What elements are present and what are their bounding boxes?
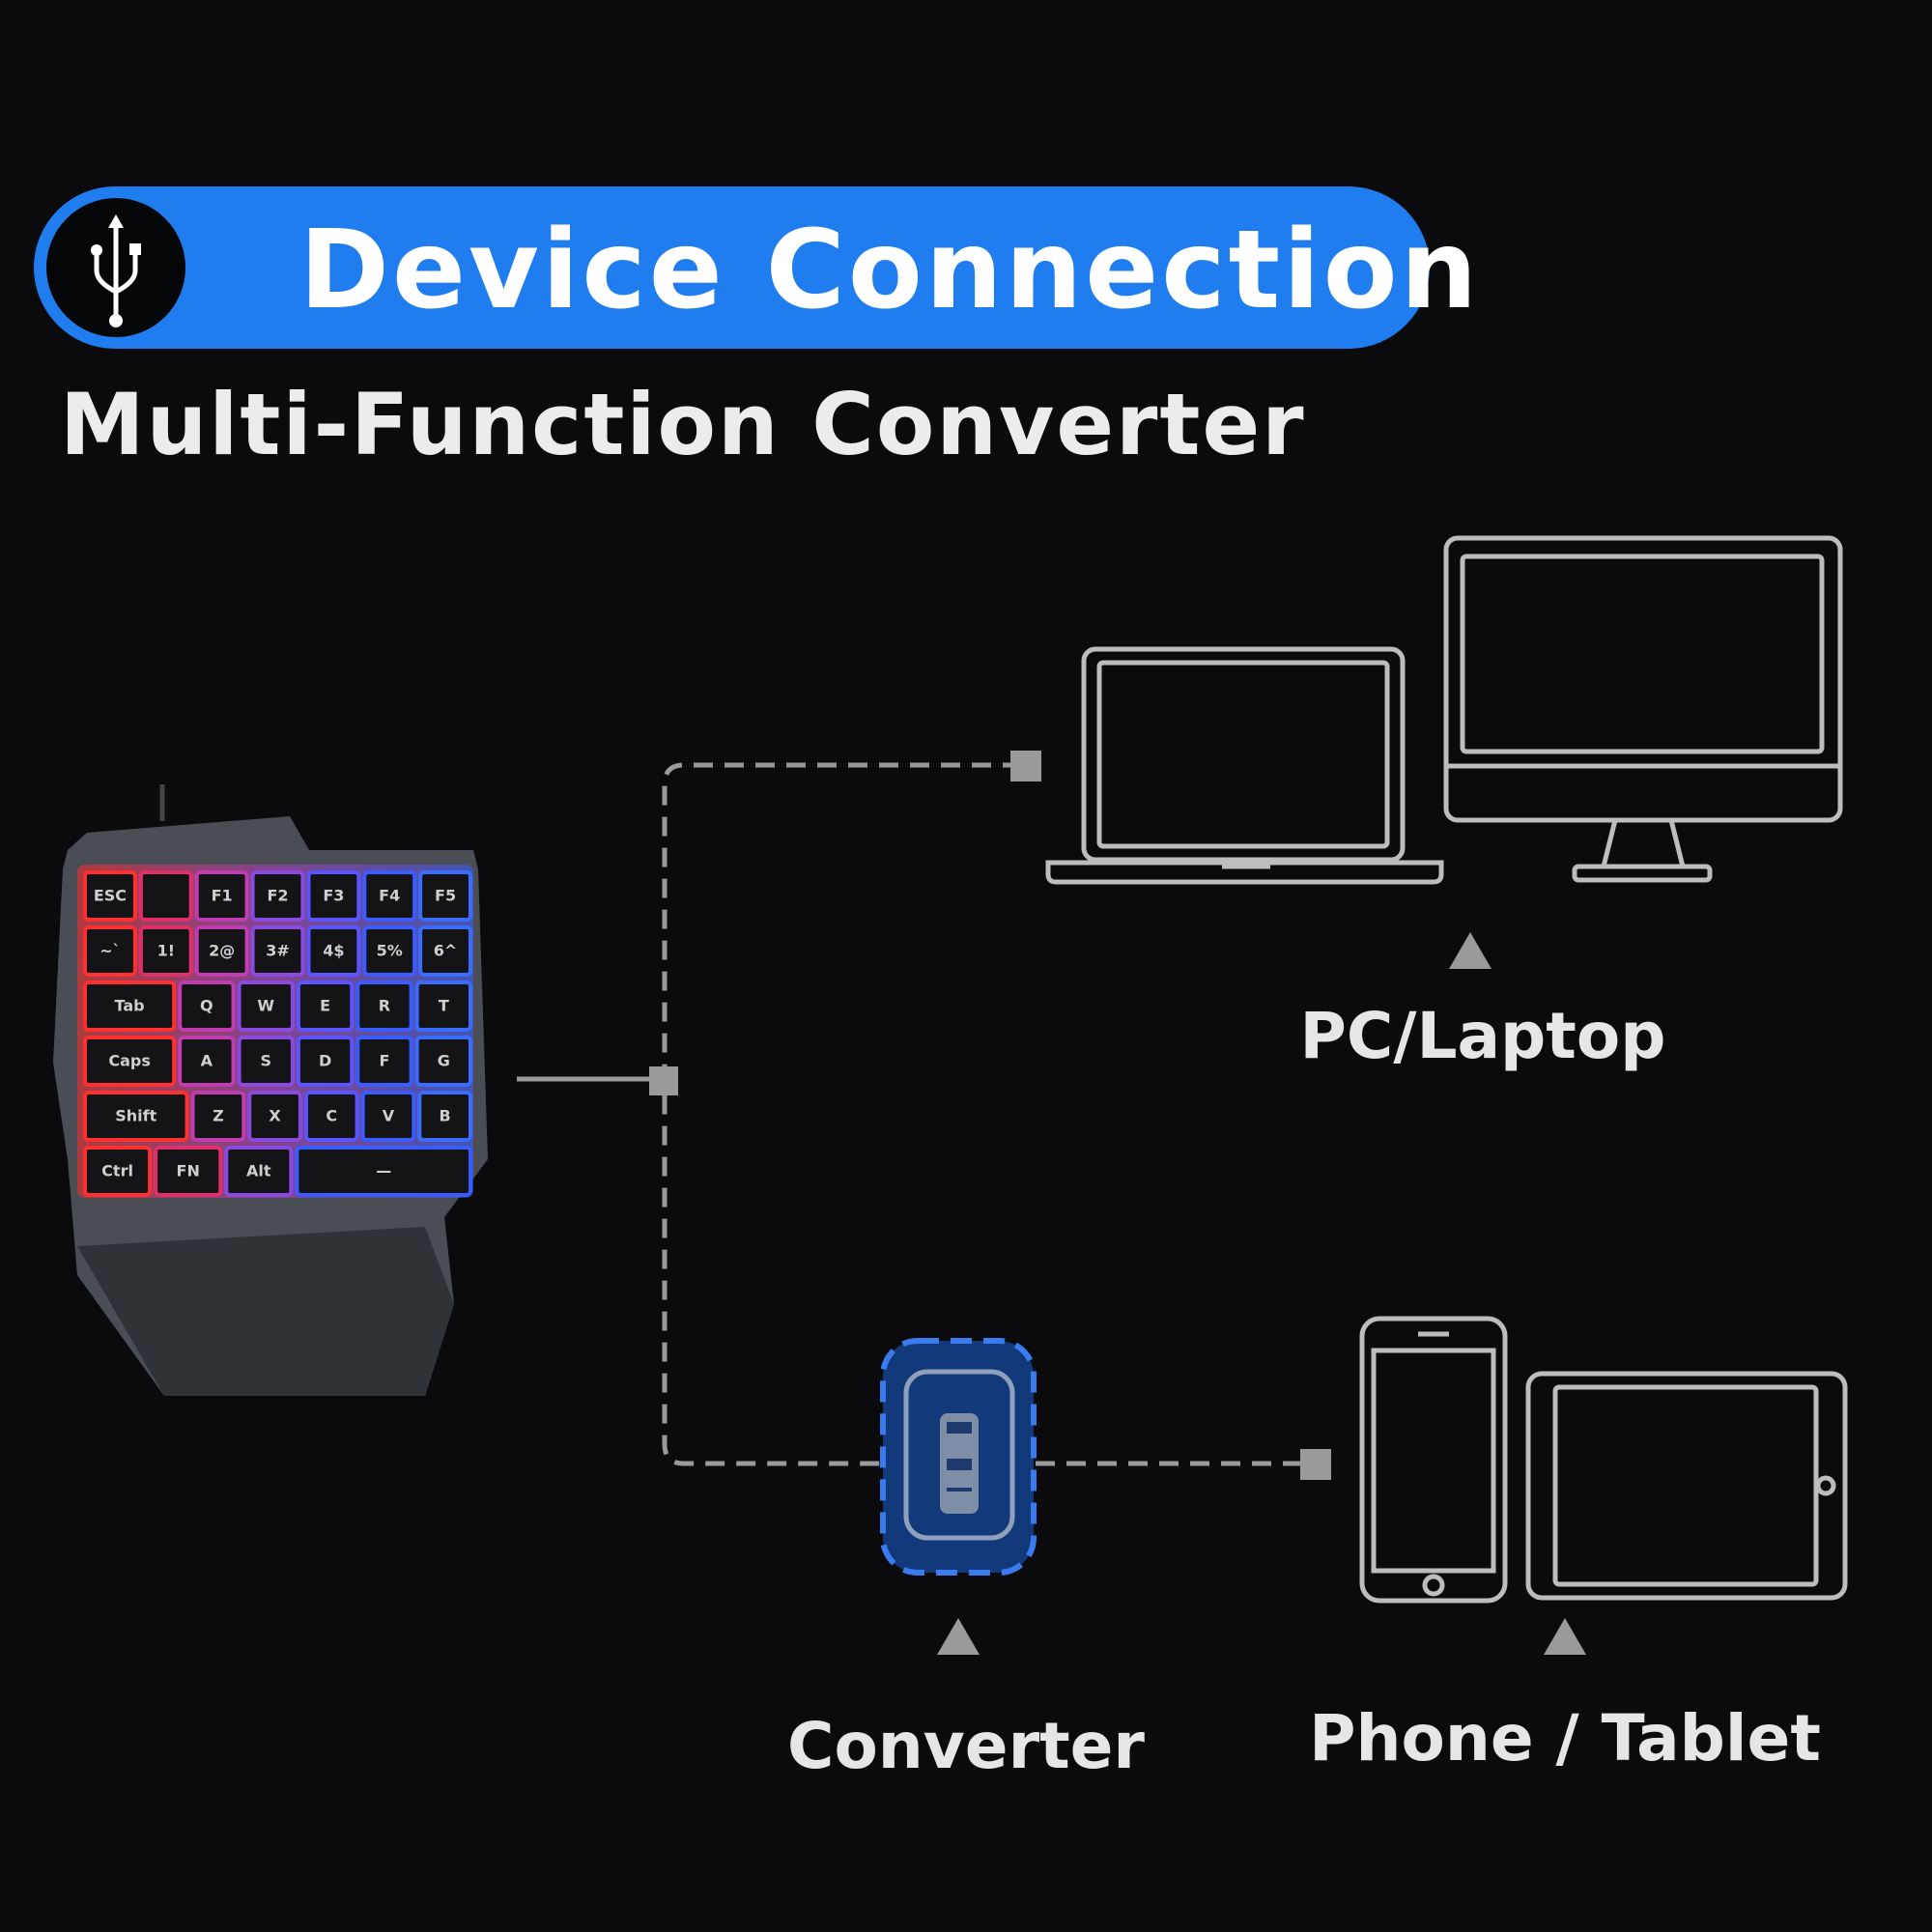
converter-pointer-triangle bbox=[937, 1618, 980, 1655]
usb-icon bbox=[46, 198, 185, 337]
keyboard-key bbox=[306, 925, 361, 977]
keyboard-key-label: S bbox=[260, 1052, 271, 1070]
phone-tablet-label: Phone / Tablet bbox=[1309, 1701, 1821, 1776]
keyboard-key bbox=[296, 980, 355, 1032]
phone-icon bbox=[1359, 1316, 1508, 1604]
keyboard-key bbox=[194, 925, 249, 977]
keyboard-key-label: Caps bbox=[108, 1052, 151, 1070]
converter-icon bbox=[880, 1338, 1037, 1576]
page-title: Device Connection bbox=[299, 208, 1480, 333]
keyboard-key-label: FN bbox=[177, 1162, 200, 1180]
keyboard-key bbox=[237, 1036, 295, 1087]
keyboard-key bbox=[178, 980, 236, 1032]
keyboard-key-label: 6^ bbox=[434, 942, 458, 960]
pc-port-node bbox=[1010, 751, 1041, 781]
converter-label: Converter bbox=[787, 1709, 1145, 1783]
keyboard-key bbox=[250, 870, 305, 922]
keyboard-key bbox=[190, 1091, 246, 1142]
phone-port-node bbox=[1300, 1449, 1331, 1480]
junction-node bbox=[649, 1066, 678, 1095]
keyboard-key bbox=[83, 925, 137, 977]
keyboard-key-label: C bbox=[326, 1107, 337, 1125]
keyboard-key-label: B bbox=[440, 1107, 451, 1125]
keyboard-key bbox=[237, 980, 295, 1032]
keyboard-key-label: X bbox=[269, 1107, 281, 1125]
keyboard-key bbox=[83, 980, 177, 1032]
keyboard-key-label: 2@ bbox=[209, 942, 235, 960]
keyboard-key bbox=[303, 1091, 359, 1142]
keyboard-key-label: F1 bbox=[212, 887, 233, 905]
keyboard-key bbox=[295, 1146, 472, 1197]
keyboard-key bbox=[355, 1036, 413, 1087]
keyboard-key-label: ~` bbox=[99, 942, 120, 960]
keyboard-key-label: D bbox=[319, 1052, 331, 1070]
keyboard-key-label: Q bbox=[200, 997, 213, 1015]
keyboard-key-label: F4 bbox=[379, 887, 400, 905]
keyboard-key bbox=[194, 870, 249, 922]
keyboard-key-label: W bbox=[257, 997, 274, 1015]
keyboard-key-label: 5% bbox=[377, 942, 403, 960]
pc-pointer-triangle bbox=[1449, 932, 1492, 969]
keyboard-key-label: T bbox=[439, 997, 449, 1015]
monitor-icon bbox=[1443, 535, 1843, 883]
keyboard-key bbox=[154, 1146, 223, 1197]
subtitle: Multi-Function Converter bbox=[60, 375, 1306, 474]
keyboard-key-label: Shift bbox=[115, 1107, 156, 1125]
pc-laptop-label: PC/Laptop bbox=[1300, 999, 1666, 1073]
keyboard-key-label: F3 bbox=[323, 887, 344, 905]
keyboard-key bbox=[83, 1091, 189, 1142]
keyboard-key bbox=[418, 925, 472, 977]
phone-pointer-triangle bbox=[1544, 1618, 1586, 1655]
connection-lines bbox=[517, 751, 1331, 1480]
keyboard-key bbox=[138, 925, 193, 977]
keyboard-key bbox=[83, 870, 137, 922]
keyboard-key-label: ESC bbox=[94, 887, 127, 905]
keyboard-key bbox=[224, 1146, 294, 1197]
keyboard-key bbox=[355, 980, 413, 1032]
keyboard-key bbox=[247, 1091, 302, 1142]
keyboard-key-label: E bbox=[320, 997, 330, 1015]
keyboard-key-label: F bbox=[379, 1052, 389, 1070]
keyboard-key bbox=[296, 1036, 355, 1087]
keyboard-key bbox=[306, 870, 361, 922]
keyboard-key bbox=[414, 1036, 472, 1087]
keyboard-key bbox=[418, 870, 472, 922]
keyboard-key-label: — bbox=[376, 1162, 391, 1180]
keyboard-key-label: R bbox=[379, 997, 390, 1015]
keyboard-key-label: 1! bbox=[157, 942, 175, 960]
keyboard-key bbox=[83, 1146, 153, 1197]
keyboard-key-label: V bbox=[383, 1107, 395, 1125]
keyboard-key bbox=[362, 870, 417, 922]
keyboard-key bbox=[250, 925, 305, 977]
keyboard-key-label: G bbox=[438, 1052, 450, 1070]
keyboard-key-label: 3# bbox=[266, 942, 290, 960]
keyboard-key bbox=[138, 870, 193, 922]
keyboard-key-label: A bbox=[201, 1052, 213, 1070]
keyboard-key bbox=[178, 1036, 236, 1087]
keyboard-key bbox=[414, 980, 472, 1032]
keyboard-key-label: Ctrl bbox=[101, 1162, 133, 1180]
keyboard-key-label: Z bbox=[213, 1107, 224, 1125]
keyboard-key-label: F5 bbox=[435, 887, 456, 905]
keyboard-key-label: F2 bbox=[267, 887, 288, 905]
keyboard-key bbox=[83, 1036, 177, 1087]
tablet-icon bbox=[1525, 1371, 1848, 1601]
keyboard-key bbox=[360, 1091, 416, 1142]
keyboard-key-label: Tab bbox=[115, 997, 145, 1015]
keyboard-key-label: 4$ bbox=[323, 942, 344, 960]
laptop-icon bbox=[1045, 646, 1444, 885]
keyboard-key bbox=[362, 925, 417, 977]
keyboard-key bbox=[417, 1091, 473, 1142]
header-banner: Device Connection bbox=[34, 186, 1480, 349]
keyboard-key-label: Alt bbox=[246, 1162, 271, 1180]
